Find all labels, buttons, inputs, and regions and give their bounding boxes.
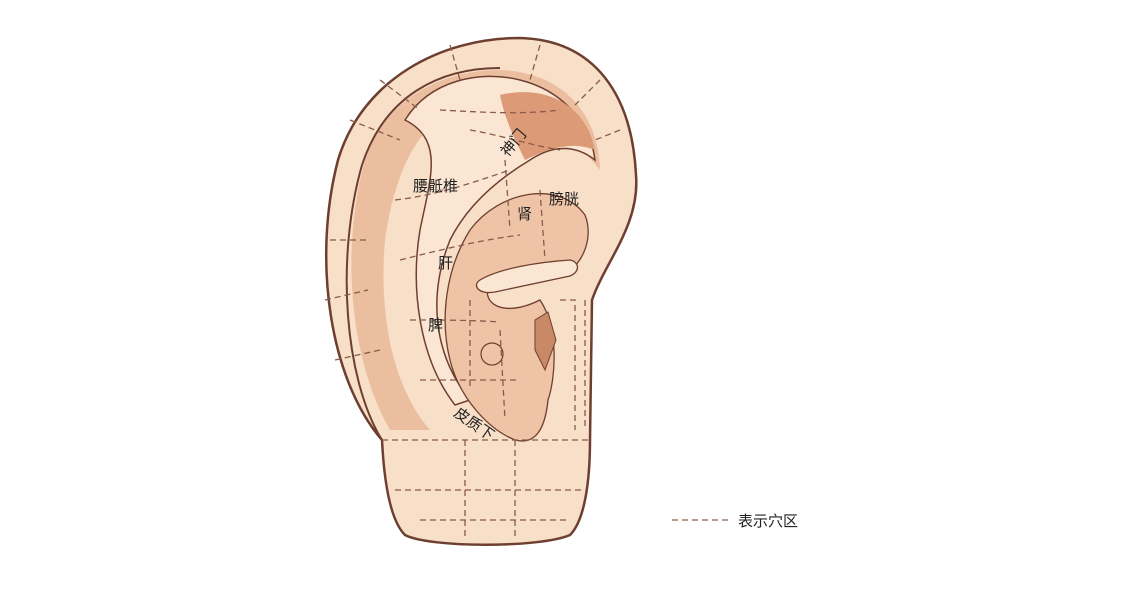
zone-circle [480, 342, 504, 366]
antitragus [534, 311, 557, 372]
acupoint-zone-lines [324, 44, 621, 540]
label-pi: 脾 [428, 316, 444, 334]
label-yaodizhui: 腰骶椎 [413, 177, 459, 195]
label-gan: 肝 [438, 254, 454, 272]
helix-rim-line [345, 67, 501, 441]
label-shen: 肾 [517, 205, 533, 223]
triangular-fossa [500, 92, 595, 160]
helix-shade [351, 70, 600, 430]
helix-crus [475, 259, 579, 294]
antihelix [403, 75, 596, 406]
label-pangguang: 膀胱 [549, 190, 580, 208]
legend-text: 表示穴区 [738, 512, 799, 530]
